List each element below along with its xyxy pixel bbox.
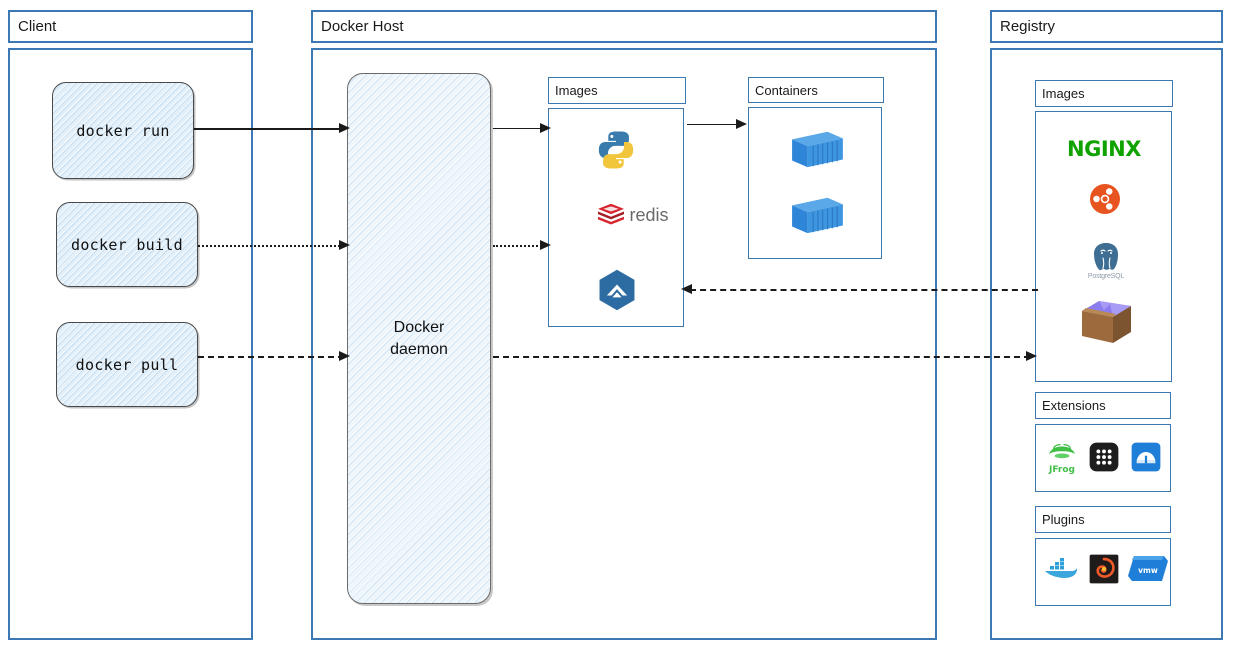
registry-plugins-title: Plugins <box>1042 512 1085 527</box>
arrowhead-daemon-to-images-build <box>540 240 551 250</box>
python-icon <box>592 126 640 174</box>
docker-host-panel-title: Docker Host <box>321 18 404 35</box>
registry-images-title: Images <box>1042 86 1085 101</box>
docker-daemon-box[interactable]: Docker daemon <box>347 73 491 604</box>
client-panel-header: Client <box>8 10 253 43</box>
registry-images-header: Images <box>1035 80 1173 107</box>
registry-panel-title: Registry <box>1000 18 1056 35</box>
docker-daemon-line2: daemon <box>390 340 448 358</box>
host-images-title: Images <box>555 83 598 98</box>
jfrog-wordmark: JFrog <box>1049 465 1075 475</box>
docker-daemon-line1: Docker <box>393 318 445 336</box>
arrowhead-daemon-to-registry <box>1026 351 1037 361</box>
postgresql-wordmark: PostgreSQL <box>1087 272 1125 280</box>
redis-wordmark: redis <box>629 204 669 225</box>
vmware-icon: vmw <box>1126 552 1170 586</box>
command-pill-docker-build[interactable]: docker build <box>56 202 198 287</box>
connector-run-to-daemon <box>194 128 344 130</box>
arrowhead-registry-to-images <box>681 284 692 294</box>
nginx-icon: NGINX <box>1060 136 1148 162</box>
arrowhead-daemon-to-images <box>540 123 551 133</box>
connector-daemon-to-registry <box>493 356 1030 358</box>
connector-daemon-to-images <box>493 128 545 129</box>
postgresql-icon: PostgreSQL <box>1082 238 1130 282</box>
registry-panel-header: Registry <box>990 10 1223 43</box>
arrowhead-build-to-daemon <box>339 240 350 250</box>
jfrog-icon: JFrog <box>1043 440 1081 478</box>
registry-plugins-header: Plugins <box>1035 506 1171 533</box>
container-box-icon <box>788 124 846 172</box>
package-box-icon <box>1075 296 1137 348</box>
command-pill-docker-pull[interactable]: docker pull <box>56 322 198 407</box>
redis-icon: redis <box>585 200 681 230</box>
client-panel-title: Client <box>18 18 57 35</box>
command-pill-docker-run[interactable]: docker run <box>52 82 194 179</box>
registry-extensions-title: Extensions <box>1042 398 1106 413</box>
registry-extensions-header: Extensions <box>1035 392 1171 419</box>
host-containers-body <box>748 107 882 259</box>
host-containers-title: Containers <box>755 82 818 98</box>
arrowhead-images-to-containers <box>736 119 747 129</box>
connector-daemon-to-images-build <box>493 245 545 247</box>
ubuntu-icon <box>1088 182 1122 216</box>
arrowhead-run-to-daemon <box>339 123 350 133</box>
connector-pull-to-daemon <box>198 356 344 358</box>
command-label-docker-build: docker build <box>71 235 183 254</box>
command-label-docker-pull: docker pull <box>75 355 179 374</box>
arrowhead-pull-to-daemon <box>339 351 350 361</box>
host-images-header: Images <box>548 77 686 104</box>
connector-build-to-daemon <box>198 245 344 247</box>
docker-host-panel-header: Docker Host <box>311 10 937 43</box>
container-box-icon <box>788 190 846 238</box>
svg-text:vmw: vmw <box>1138 566 1158 575</box>
connector-registry-to-images <box>690 289 1038 291</box>
nginx-wordmark: NGINX <box>1067 137 1141 161</box>
docker-daemon-label: Docker daemon <box>390 317 448 360</box>
grid-apps-icon <box>1088 441 1120 473</box>
host-containers-header: Containers <box>748 77 884 103</box>
docker-whale-icon <box>1042 553 1080 587</box>
portainer-icon <box>1130 441 1162 473</box>
grafana-icon <box>1088 553 1120 585</box>
connector-images-to-containers <box>687 124 741 125</box>
command-label-docker-run: docker run <box>76 121 170 140</box>
hexagon-blue-icon <box>593 266 641 314</box>
